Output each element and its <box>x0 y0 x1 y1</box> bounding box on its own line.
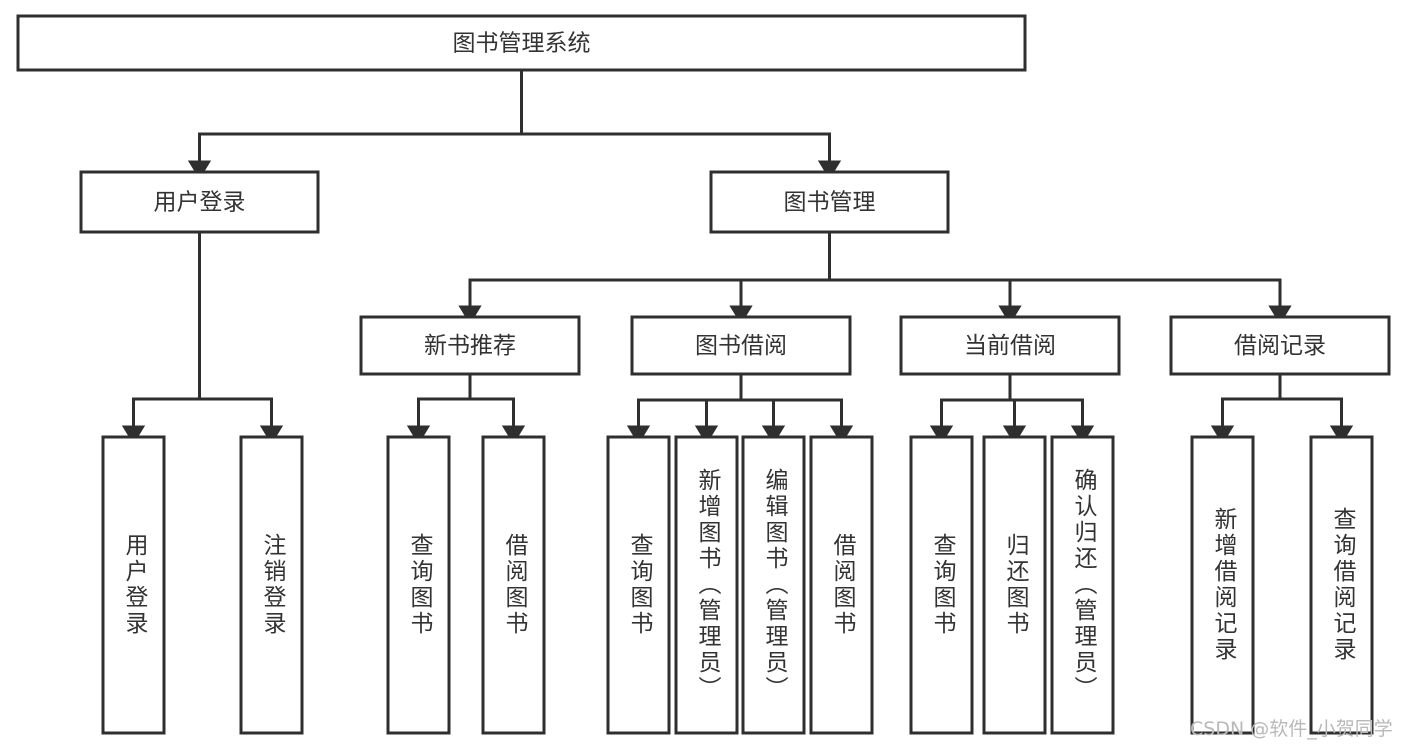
node-leaf-borrow-book-2[interactable] <box>809 435 874 735</box>
node-box <box>1309 435 1374 735</box>
node-leaf-add-record[interactable] <box>1190 435 1255 735</box>
node-label: 图书借阅 <box>695 333 787 359</box>
node-box <box>1190 435 1255 735</box>
node-box <box>741 435 806 735</box>
node-leaf-borrow-book-1[interactable] <box>481 435 546 735</box>
node-leaf-confirm-return[interactable] <box>1050 435 1115 735</box>
node-leaf-return-book[interactable] <box>982 435 1047 735</box>
node-label: 图书管理系统 <box>453 31 591 57</box>
node-box <box>101 435 166 735</box>
node-box <box>630 315 852 376</box>
node-leaf-logout[interactable] <box>239 435 304 735</box>
node-label: 图书管理 <box>784 190 876 216</box>
node-box <box>481 435 546 735</box>
connector-layer <box>121 68 1354 445</box>
node-user-login[interactable]: 用户登录 <box>79 170 320 234</box>
node-current-borrow[interactable]: 当前借阅 <box>899 315 1121 376</box>
node-box <box>674 435 739 735</box>
node-leaf-query-book-2[interactable] <box>606 435 671 735</box>
node-leaf-user-login[interactable] <box>101 435 166 735</box>
node-leaf-edit-book[interactable] <box>741 435 806 735</box>
node-label: 借阅记录 <box>1234 333 1326 359</box>
node-box <box>899 315 1121 376</box>
node-leaf-query-record[interactable] <box>1309 435 1374 735</box>
node-box <box>386 435 451 735</box>
node-box <box>709 170 950 234</box>
node-book-manage[interactable]: 图书管理 <box>709 170 950 234</box>
node-box <box>239 435 304 735</box>
node-box <box>1050 435 1115 735</box>
node-label: 当前借阅 <box>964 333 1056 359</box>
node-borrow-record[interactable]: 借阅记录 <box>1169 315 1391 376</box>
node-box <box>909 435 974 735</box>
node-label: 用户登录 <box>154 190 246 216</box>
node-leaf-query-book-3[interactable] <box>909 435 974 735</box>
node-box <box>606 435 671 735</box>
node-root[interactable]: 图书管理系统 <box>16 14 1027 72</box>
node-leaf-query-book-1[interactable] <box>386 435 451 735</box>
node-book-borrow[interactable]: 图书借阅 <box>630 315 852 376</box>
node-box <box>16 14 1027 72</box>
node-leaf-add-book[interactable] <box>674 435 739 735</box>
node-new-book-rec[interactable]: 新书推荐 <box>359 315 581 376</box>
node-label: 新书推荐 <box>424 333 516 359</box>
node-box <box>1169 315 1391 376</box>
node-box <box>982 435 1047 735</box>
node-box <box>359 315 581 376</box>
watermark-text: CSDN @软件_小贺同学 <box>1190 718 1393 740</box>
node-box <box>809 435 874 735</box>
node-box <box>79 170 320 234</box>
